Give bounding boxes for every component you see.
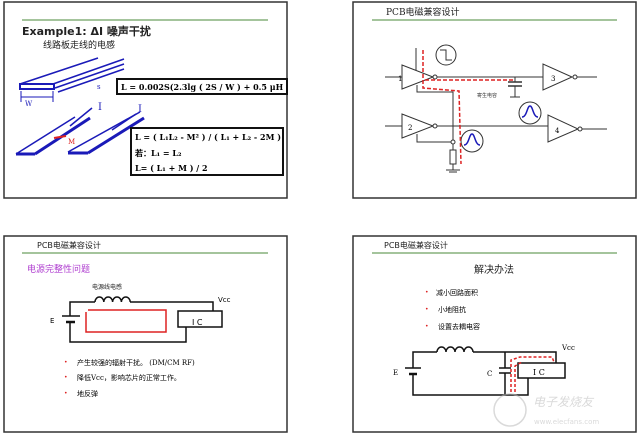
slide-3: PCB电磁兼容设计 电源完整性问题 电源线电感 E Vcc I C • 产生较强的… xyxy=(3,235,288,433)
formula-box-1 xyxy=(116,78,288,95)
watermark-brand: 电子发烧友 xyxy=(533,395,595,409)
bullet-item: 产生较强的辐射干扰。 (DM/CM RF) xyxy=(77,358,195,367)
parasitic-capacitance-label: 寄生电容 xyxy=(477,92,497,99)
slide-frame xyxy=(352,1,637,199)
decoupling-circuit xyxy=(405,346,566,396)
gate-1-label: 1 xyxy=(398,75,402,83)
ic-box xyxy=(517,362,566,379)
capacitor-label: C xyxy=(487,370,492,378)
svg-text:•: • xyxy=(64,390,68,397)
bullet-list: • 减小回路面积 • 小地阻抗 • 设置去耦电容 xyxy=(425,288,480,331)
slide-frame xyxy=(3,235,288,433)
mutual-arrow xyxy=(53,135,67,139)
gate-3 xyxy=(542,63,574,91)
watermark-url: www.elecfans.com xyxy=(534,418,599,426)
bullet-item: 降低Vcc，影响芯片的正常工作。 xyxy=(77,373,181,382)
vcc-label: Vcc xyxy=(561,344,575,352)
noise-current-path xyxy=(422,50,515,165)
svg-text:•: • xyxy=(64,359,68,366)
svg-text:•: • xyxy=(425,306,429,313)
source-label: E xyxy=(50,317,54,325)
inductor xyxy=(94,296,131,303)
bullet-item: 地反弹 xyxy=(77,389,98,398)
slide-title: PCB电磁兼容设计 xyxy=(384,240,448,250)
ic-box xyxy=(177,310,223,328)
decoupling-current-path xyxy=(510,356,555,392)
pulse-waveform-icon xyxy=(460,129,484,153)
formula-mutual: L = ( L₁L₂ - M² ) / ( L₁ + L₂ - 2M ) xyxy=(135,132,281,142)
gate-4 xyxy=(547,114,580,143)
slide-2: PCB电磁兼容设计 1 2 xyxy=(352,1,637,199)
bullet-item: 减小回路面积 xyxy=(436,288,478,297)
source-label: E xyxy=(393,369,398,377)
svg-text:•: • xyxy=(64,374,68,381)
slide-heading: 电源完整性问题 xyxy=(27,263,90,275)
slide-1: Example1: ΔI 噪声干扰 线路板走线的电感 s W I I M L =… xyxy=(3,1,288,199)
bullet-item: 小地阻抗 xyxy=(438,305,466,314)
power-circuit xyxy=(62,296,223,343)
gate-2 xyxy=(401,113,435,139)
inductor-label: 电源线电感 xyxy=(92,283,122,291)
label-current-2: I xyxy=(138,104,142,115)
vcc-label: Vcc xyxy=(218,296,231,304)
svg-text:•: • xyxy=(425,323,429,330)
formula-box-2 xyxy=(130,127,284,176)
label-current-1: I xyxy=(98,102,102,113)
formula-result: L= ( L₁ + M ) / 2 xyxy=(135,163,208,173)
gate-3-label: 3 xyxy=(551,75,555,83)
current-loop xyxy=(85,309,167,333)
resistor xyxy=(449,149,457,165)
label-w: W xyxy=(25,100,33,108)
slide-title: PCB电磁兼容设计 xyxy=(386,6,460,18)
pulse-waveform-icon xyxy=(518,101,542,125)
slide-4: PCB电磁兼容设计 解决办法 • 减小回路面积 • 小地阻抗 • 设置去耦电容 E C… xyxy=(352,235,637,433)
gate-1 xyxy=(401,64,435,90)
trace-diagram xyxy=(15,57,145,156)
bullet-item: 设置去耦电容 xyxy=(438,322,480,331)
gate-4-label: 4 xyxy=(555,127,560,135)
formula-inductance: L = 0.002S(2.3lg ( 2S / W ) + 0.5 μH xyxy=(121,82,284,92)
label-m: M xyxy=(68,138,75,146)
ic-label: I C xyxy=(533,368,545,377)
slide-title: Example1: ΔI 噪声干扰 xyxy=(22,24,151,38)
slide-heading: 解决办法 xyxy=(474,263,514,276)
inductor xyxy=(436,346,474,353)
slide-subtitle: 线路板走线的电感 xyxy=(43,39,115,51)
ic-label: I C xyxy=(192,318,203,327)
label-s: s xyxy=(97,83,101,91)
bullet-list: • 产生较强的辐射干扰。 (DM/CM RF) • 降低Vcc，影响芯片的正常工作。… xyxy=(64,358,195,398)
slide-frame xyxy=(352,235,637,433)
svg-text:•: • xyxy=(425,289,429,296)
formula-condition: 若：L₁ = L₂ xyxy=(134,148,182,158)
gate-circuit xyxy=(385,44,607,173)
watermark-logo: 电子发烧友 www.elecfans.com xyxy=(493,393,599,427)
slide-title: PCB电磁兼容设计 xyxy=(37,240,101,250)
gate-2-label: 2 xyxy=(408,124,412,132)
